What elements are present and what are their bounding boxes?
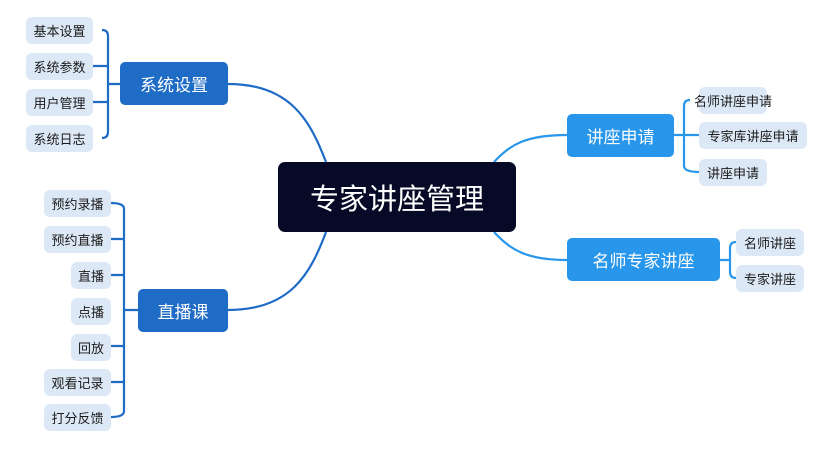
bracket-expert — [720, 240, 737, 280]
bracket-system — [93, 28, 120, 140]
leaf-system-params[interactable]: 系统参数 — [26, 53, 93, 80]
leaf-watch-history[interactable]: 观看记录 — [44, 369, 111, 396]
link-root-expert — [493, 231, 568, 262]
root-topic[interactable]: 专家讲座管理 — [278, 162, 516, 232]
leaf-master-lecture-apply[interactable]: 名师讲座申请 — [694, 87, 772, 114]
leaf-rating-feedback[interactable]: 打分反馈 — [44, 404, 111, 431]
branch-master-expert-lecture[interactable]: 名师专家讲座 — [567, 238, 720, 281]
leaf-expert-pool-lecture-apply[interactable]: 专家库讲座申请 — [699, 122, 807, 149]
link-root-lecture-apply — [493, 133, 568, 163]
leaf-expert-lecture[interactable]: 专家讲座 — [736, 265, 804, 292]
leaf-book-live[interactable]: 预约直播 — [44, 226, 111, 253]
bracket-lecture-apply — [674, 98, 701, 174]
branch-system-settings[interactable]: 系统设置 — [120, 62, 228, 105]
branch-lecture-application[interactable]: 讲座申请 — [567, 114, 674, 157]
link-root-live — [227, 231, 328, 312]
link-root-system — [227, 82, 328, 163]
leaf-book-recording[interactable]: 预约录播 — [44, 190, 111, 217]
leaf-master-lecture[interactable]: 名师讲座 — [736, 229, 804, 256]
leaf-on-demand[interactable]: 点播 — [71, 298, 111, 325]
leaf-user-management[interactable]: 用户管理 — [26, 89, 93, 116]
branch-live-course[interactable]: 直播课 — [138, 289, 228, 332]
leaf-lecture-apply[interactable]: 讲座申请 — [699, 159, 767, 186]
leaf-replay[interactable]: 回放 — [71, 334, 111, 361]
leaf-basic-settings[interactable]: 基本设置 — [26, 17, 93, 44]
leaf-system-log[interactable]: 系统日志 — [26, 125, 93, 152]
leaf-live[interactable]: 直播 — [71, 262, 111, 289]
bracket-live — [110, 201, 138, 419]
